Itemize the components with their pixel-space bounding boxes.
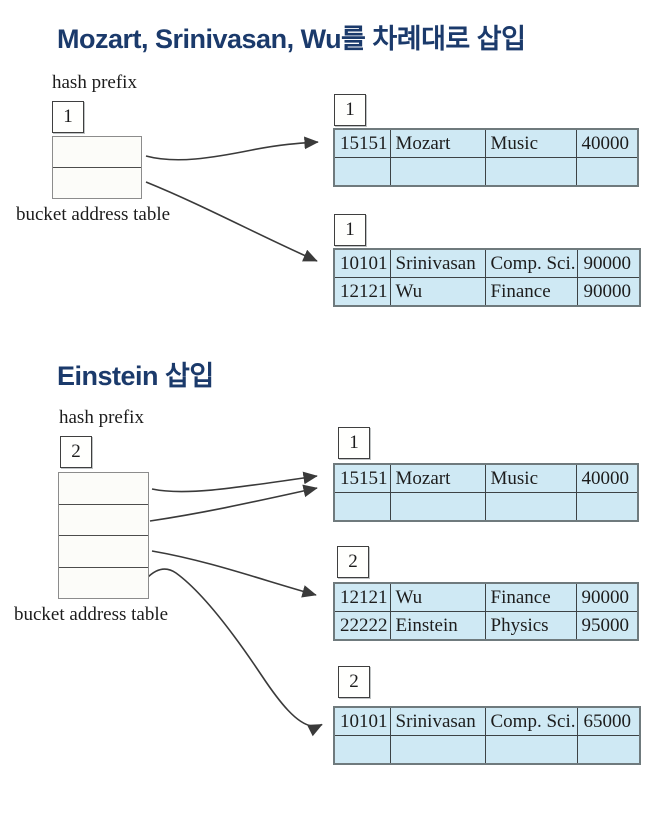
section2-hash-prefix-label: hash prefix <box>59 407 144 428</box>
section1-hash-prefix-value: 1 <box>52 101 84 133</box>
cell-salary: 95000 <box>575 611 639 641</box>
address-slot <box>53 137 141 167</box>
address-slot <box>59 503 148 536</box>
cell-salary: 65000 <box>577 706 641 736</box>
cell-salary: 90000 <box>577 277 641 307</box>
arrow-s2-slot1-to-mozart-bucket <box>151 471 318 493</box>
bucket-depth-badge: 1 <box>334 214 366 246</box>
cell-dept: Comp. Sci. <box>484 706 579 736</box>
address-slot <box>59 566 148 599</box>
cell-id <box>333 735 391 765</box>
cell-id: 12121 <box>333 582 391 612</box>
bucket-row: 10101 Srinivasan Comp. Sci. 90000 <box>333 248 641 278</box>
arrow-s2-slot4-to-srinivasan-bucket <box>146 568 323 737</box>
cell-name <box>389 735 486 765</box>
bucket-row: 15151 Mozart Music 40000 <box>333 463 639 493</box>
cell-name: Srinivasan <box>389 248 486 278</box>
cell-salary <box>577 735 641 765</box>
cell-id: 10101 <box>333 706 391 736</box>
section2-hash-prefix-value: 2 <box>60 436 92 468</box>
arrow-s2-slot3-to-wu-bucket <box>151 550 317 598</box>
bucket-row: 12121 Wu Finance 90000 <box>333 277 641 307</box>
cell-salary: 90000 <box>575 582 639 612</box>
bucket-row: 22222 Einstein Physics 95000 <box>333 611 639 641</box>
address-slot <box>53 167 141 198</box>
cell-id: 12121 <box>333 277 391 307</box>
section2-bucket-address-table-label: bucket address table <box>14 604 169 625</box>
cell-dept: Finance <box>484 277 579 307</box>
bucket-depth-badge: 2 <box>338 666 370 698</box>
bucket-table-srinivasan-wu: 10101 Srinivasan Comp. Sci. 90000 12121 … <box>333 248 641 307</box>
cell-dept: Music <box>484 463 577 493</box>
cell-id: 15151 <box>333 463 391 493</box>
cell-id <box>333 157 391 187</box>
address-slot <box>59 473 148 504</box>
section1-bucket-address-table <box>52 136 142 199</box>
section1-title: Mozart, Srinivasan, Wu를 차례대로 삽입 <box>57 24 526 54</box>
bucket-row <box>333 157 639 187</box>
cell-dept <box>484 492 577 522</box>
bucket-depth-badge: 2 <box>337 546 369 578</box>
section2-bucket-address-table <box>58 472 149 599</box>
bucket-table-wu-einstein: 12121 Wu Finance 90000 22222 Einstein Ph… <box>333 582 639 641</box>
bucket-table-mozart-2: 15151 Mozart Music 40000 <box>333 463 639 522</box>
cell-name: Srinivasan <box>389 706 486 736</box>
cell-name <box>389 157 486 187</box>
bucket-table-mozart: 15151 Mozart Music 40000 <box>333 128 639 187</box>
cell-name: Mozart <box>389 128 486 158</box>
cell-id: 15151 <box>333 128 391 158</box>
arrow-s2-slot2-to-mozart-bucket <box>149 484 318 522</box>
cell-name: Wu <box>389 277 486 307</box>
cell-salary: 40000 <box>575 128 639 158</box>
cell-name: Mozart <box>389 463 486 493</box>
cell-salary <box>575 492 639 522</box>
section2-title: Einstein 삽입 <box>57 361 214 391</box>
arrow-s1-slot1-to-mozart-bucket <box>145 136 319 161</box>
cell-name: Einstein <box>389 611 486 641</box>
cell-dept: Comp. Sci. <box>484 248 579 278</box>
cell-id <box>333 492 391 522</box>
bucket-depth-badge: 1 <box>338 427 370 459</box>
bucket-depth-badge: 1 <box>334 94 366 126</box>
cell-salary: 90000 <box>577 248 641 278</box>
bucket-table-srinivasan-2: 10101 Srinivasan Comp. Sci. 65000 <box>333 706 641 765</box>
bucket-row: 15151 Mozart Music 40000 <box>333 128 639 158</box>
bucket-row: 12121 Wu Finance 90000 <box>333 582 639 612</box>
bucket-row <box>333 735 641 765</box>
bucket-row <box>333 492 639 522</box>
arrow-s1-slot2-to-srinivasan-bucket <box>145 181 318 262</box>
cell-id: 22222 <box>333 611 391 641</box>
bucket-row: 10101 Srinivasan Comp. Sci. 65000 <box>333 706 641 736</box>
cell-dept <box>484 735 579 765</box>
address-slot <box>59 535 148 567</box>
cell-dept: Physics <box>484 611 577 641</box>
cell-salary: 40000 <box>575 463 639 493</box>
cell-dept: Finance <box>484 582 577 612</box>
cell-name: Wu <box>389 582 486 612</box>
cell-dept <box>484 157 577 187</box>
cell-id: 10101 <box>333 248 391 278</box>
section1-hash-prefix-label: hash prefix <box>52 72 137 93</box>
cell-dept: Music <box>484 128 577 158</box>
cell-salary <box>575 157 639 187</box>
section1-bucket-address-table-label: bucket address table <box>16 204 171 225</box>
cell-name <box>389 492 486 522</box>
